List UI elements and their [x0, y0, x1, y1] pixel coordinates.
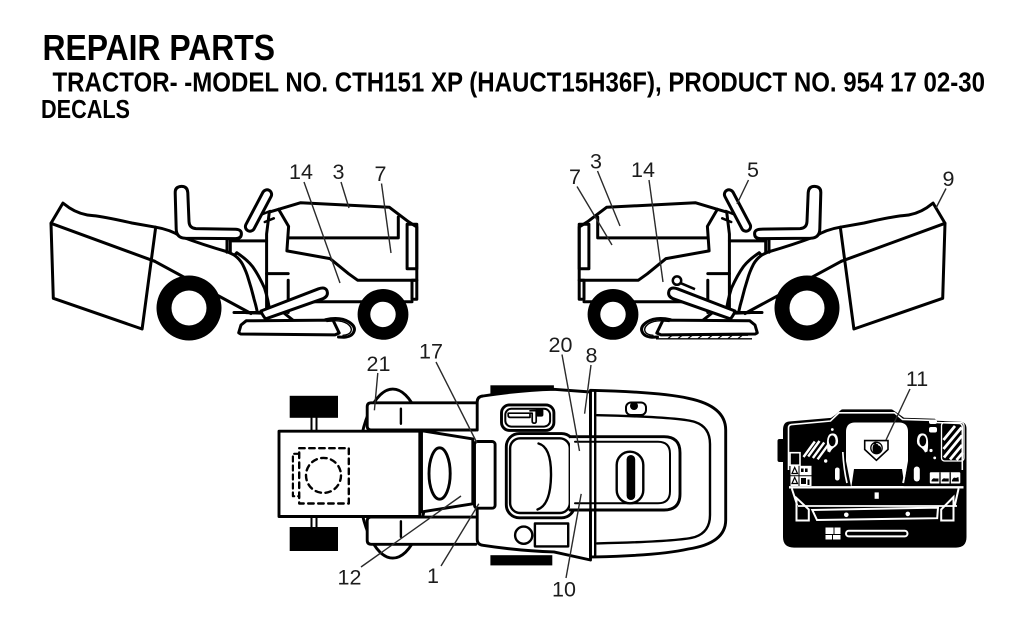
svg-text:17: 17 [419, 340, 443, 364]
svg-text:21: 21 [367, 352, 391, 376]
svg-text:3: 3 [333, 160, 345, 184]
svg-text:3: 3 [590, 150, 602, 174]
svg-text:8: 8 [586, 344, 598, 368]
svg-text:20: 20 [549, 333, 573, 357]
svg-text:REPAIR PARTS: REPAIR PARTS [43, 27, 276, 68]
svg-text:12: 12 [338, 566, 362, 590]
svg-text:5: 5 [747, 158, 759, 182]
svg-text:1: 1 [427, 564, 439, 588]
svg-text:11: 11 [906, 367, 928, 391]
svg-text:DECALS: DECALS [41, 94, 130, 124]
svg-text:TRACTOR- -MODEL NO. CTH151 XP: TRACTOR- -MODEL NO. CTH151 XP (HAUCT15H3… [53, 67, 986, 98]
svg-text:7: 7 [375, 162, 387, 186]
svg-text:10: 10 [552, 577, 576, 601]
svg-text:14: 14 [631, 158, 655, 182]
svg-text:14: 14 [289, 160, 313, 184]
svg-text:7: 7 [569, 165, 581, 189]
svg-text:9: 9 [943, 167, 955, 191]
